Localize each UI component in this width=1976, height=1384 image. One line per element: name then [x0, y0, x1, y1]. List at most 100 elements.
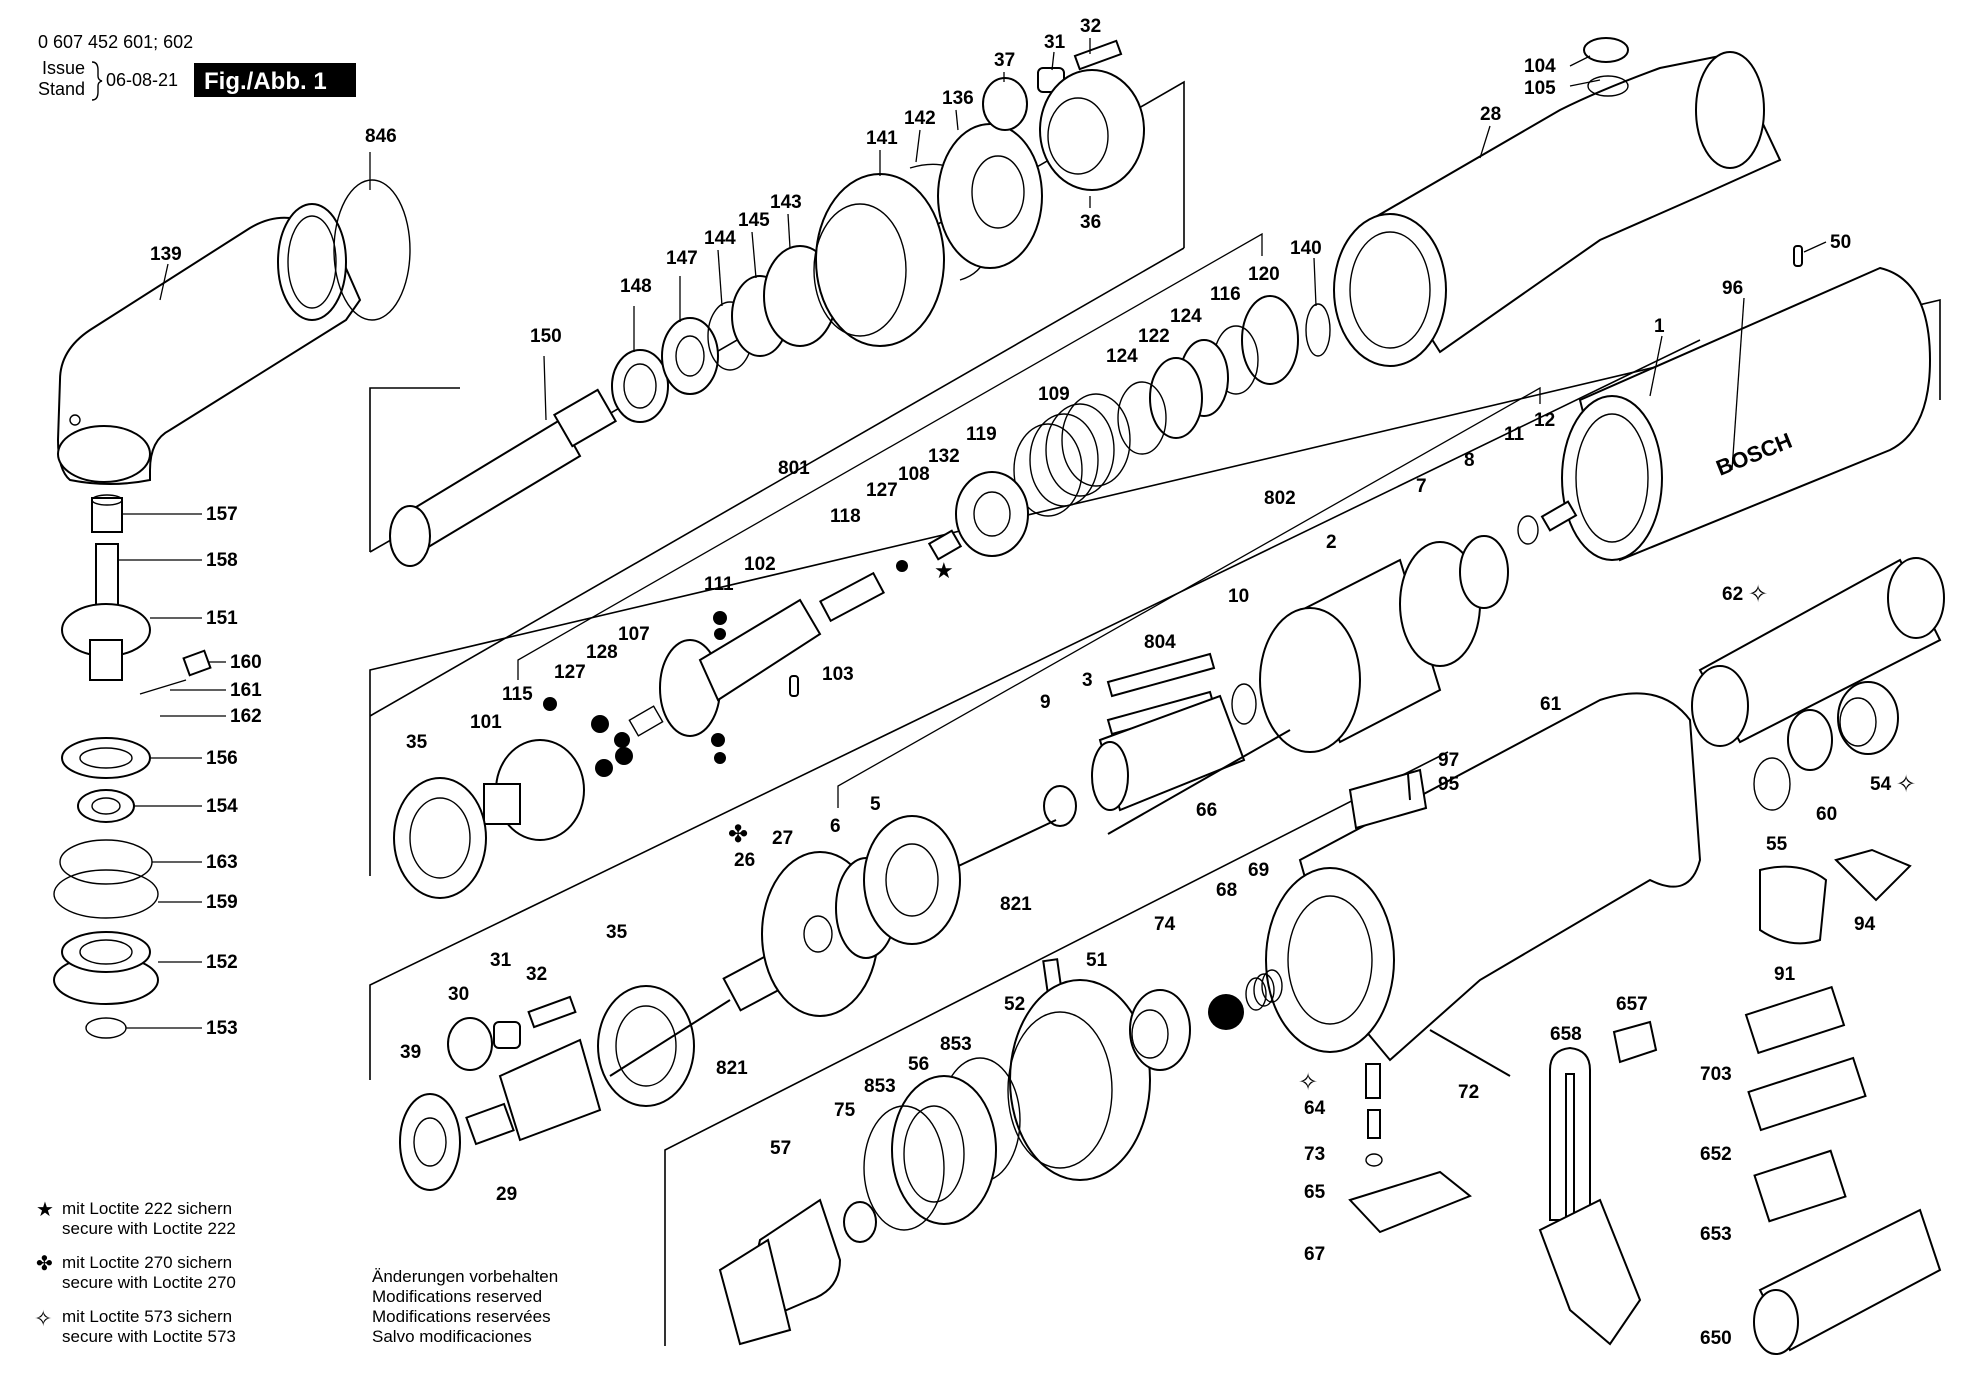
lever-91	[1759, 865, 1828, 945]
fitting-703	[1744, 985, 1846, 1055]
issue-date: 06-08-21	[106, 70, 178, 90]
label-28: 28	[1480, 104, 1501, 125]
label-66: 66	[1196, 800, 1217, 821]
fitting-652	[1747, 1056, 1867, 1132]
label-2: 2	[1326, 532, 1337, 553]
label-136: 136	[942, 88, 974, 109]
label-108: 108	[898, 464, 930, 485]
spring-107	[628, 705, 664, 737]
blade-804a	[1106, 652, 1216, 698]
label-657: 657	[1616, 994, 1648, 1015]
ring-10	[1231, 683, 1257, 725]
label-32b: 32	[526, 964, 547, 985]
label-652: 652	[1700, 1144, 1732, 1165]
notice-es: Salvo modificaciones	[372, 1327, 532, 1346]
label-846: 846	[365, 126, 397, 147]
notice-de: Änderungen vorbehalten	[372, 1267, 558, 1286]
ring-gear-141	[813, 173, 945, 347]
label-653: 653	[1700, 1224, 1732, 1245]
label-153: 153	[206, 1018, 238, 1039]
bearing-156	[61, 737, 151, 779]
four-point-star-icon: ✧	[34, 1307, 52, 1332]
legend: ★ mit Loctite 222 sichern secure with Lo…	[34, 1197, 236, 1346]
brace-shape	[91, 61, 103, 101]
planet-gear-37	[982, 77, 1028, 131]
label-8: 8	[1464, 450, 1475, 471]
motor-housing-1: BOSCH	[1561, 266, 1932, 562]
label-143: 143	[770, 192, 802, 213]
label-122: 122	[1138, 326, 1170, 347]
label-91: 91	[1774, 964, 1796, 985]
nipple-653	[1753, 1149, 1847, 1223]
cam-102	[659, 598, 822, 764]
screws-160-162	[139, 649, 212, 695]
plate-95	[1348, 768, 1428, 830]
label-35b: 35	[606, 922, 628, 943]
cap-152	[53, 931, 159, 1005]
label-703: 703	[1700, 1064, 1732, 1085]
label-139: 139	[150, 244, 182, 265]
label-26: 26	[734, 850, 755, 871]
screw-132	[927, 529, 963, 561]
o-ring-140	[1305, 303, 1331, 357]
label-161: 161	[230, 680, 262, 701]
label-120: 120	[1248, 264, 1280, 285]
label-97: 97	[1438, 750, 1459, 771]
label-140: 140	[1290, 238, 1322, 259]
label-65: 65	[1304, 1182, 1326, 1203]
ring-163	[59, 839, 153, 885]
label-115: 115	[502, 684, 533, 705]
label-37: 37	[994, 50, 1015, 71]
label-124b: 124	[1106, 346, 1138, 367]
label-116: 116	[1210, 284, 1241, 305]
pin-50	[1793, 245, 1803, 267]
bush-56	[891, 1075, 997, 1225]
pin-32b	[527, 995, 577, 1029]
label-142: 142	[904, 108, 936, 129]
pin-72	[1429, 1029, 1511, 1077]
stand-label: Stand	[38, 79, 85, 99]
label-154: 154	[206, 796, 238, 817]
ring-159	[53, 869, 159, 919]
label-104: 104	[1524, 56, 1556, 77]
label-5: 5	[870, 794, 881, 815]
label-31a: 31	[1044, 32, 1066, 53]
spring-69	[1245, 969, 1283, 1011]
label-94: 94	[1854, 914, 1876, 935]
star-marker-132: ★	[934, 559, 954, 584]
label-118: 118	[830, 506, 861, 527]
pin-118	[818, 571, 886, 623]
frame-top-left	[369, 387, 460, 552]
o-ring-65	[1365, 1153, 1383, 1167]
leader-lines	[118, 38, 1827, 1029]
figure-label: Fig./Abb. 1	[204, 68, 327, 95]
label-57: 57	[770, 1138, 791, 1159]
label-61: 61	[1540, 694, 1562, 715]
notice-fr: Modifications reservées	[372, 1307, 551, 1326]
spindle-150	[389, 388, 618, 567]
clip-657	[1612, 1020, 1658, 1064]
needle-31b	[493, 1021, 521, 1049]
legend-1-line2: secure with Loctite 222	[62, 1219, 236, 1238]
rotor-3	[1091, 694, 1246, 812]
bracket-801-group	[517, 232, 1263, 680]
label-127a: 127	[866, 480, 898, 501]
ring-gear-52	[1007, 979, 1151, 1181]
sleeve-148	[611, 349, 669, 423]
label-152: 152	[206, 952, 238, 973]
angle-head-139	[56, 203, 362, 485]
label-821b: 821	[716, 1058, 748, 1079]
pin-103	[789, 675, 799, 697]
label-56: 56	[908, 1054, 929, 1075]
label-9: 9	[1040, 692, 1051, 713]
bush-74	[1129, 989, 1191, 1071]
screen-60	[1787, 709, 1833, 771]
label-801: 801	[778, 458, 810, 479]
valve-75	[843, 1201, 877, 1243]
bracket-802-group	[837, 386, 1541, 808]
label-150: 150	[530, 326, 562, 347]
label-95: 95	[1438, 774, 1460, 795]
label-64: 64	[1304, 1098, 1326, 1119]
label-67: 67	[1304, 1244, 1325, 1265]
legend-3-line1: mit Loctite 573 sichern	[62, 1307, 232, 1326]
